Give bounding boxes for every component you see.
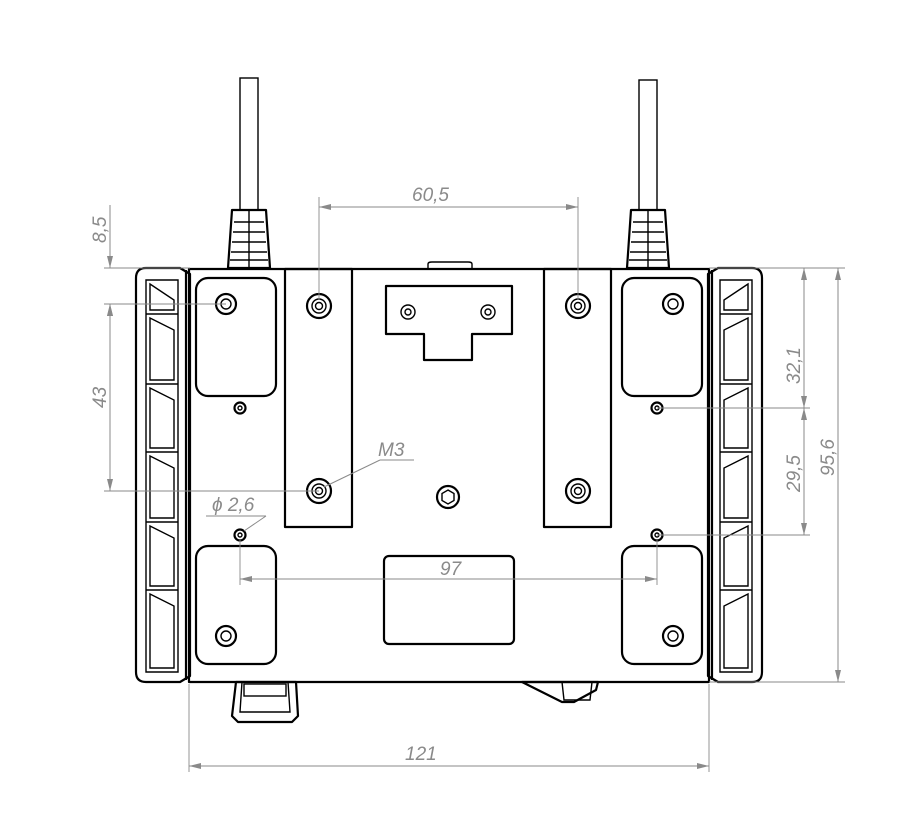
left-mounting-strip — [283, 267, 354, 529]
right-cable — [625, 79, 671, 270]
left-cable — [226, 77, 272, 270]
corner-pad-bottom-left — [194, 544, 278, 666]
dimension-strip-spacing: 60,5 — [412, 185, 449, 206]
top-clip — [384, 261, 514, 362]
dimension-thread: M3 — [378, 440, 405, 461]
right-mounting-strip — [542, 267, 613, 529]
bottom-connector-left — [230, 680, 300, 724]
dimension-left-hole-pitch: 43 — [90, 386, 111, 408]
dimension-hole-diameter: ϕ 2,6 — [212, 495, 255, 516]
bottom-connector-right — [520, 680, 600, 704]
dimension-overall-depth: 95,6 — [818, 439, 839, 476]
corner-pad-top-left — [194, 276, 278, 398]
dimension-upper-hole-to-slot: 32,1 — [784, 347, 805, 384]
small-hole — [233, 401, 247, 415]
right-side-rail — [706, 266, 764, 684]
corner-pad-top-right — [620, 276, 704, 398]
dimension-overall-width: 121 — [405, 744, 437, 765]
main-plate — [187, 267, 711, 684]
center-screw — [435, 484, 461, 510]
left-side-rail — [134, 266, 192, 684]
dimension-top-gap: 8,5 — [90, 216, 111, 243]
dimension-slot-to-lower-hole: 29,5 — [784, 455, 805, 493]
corner-pad-bottom-right — [620, 544, 704, 666]
label-window — [382, 554, 516, 646]
m3-hole — [564, 477, 592, 505]
small-hole — [233, 528, 247, 542]
dimension-hole-span: 97 — [440, 559, 463, 580]
